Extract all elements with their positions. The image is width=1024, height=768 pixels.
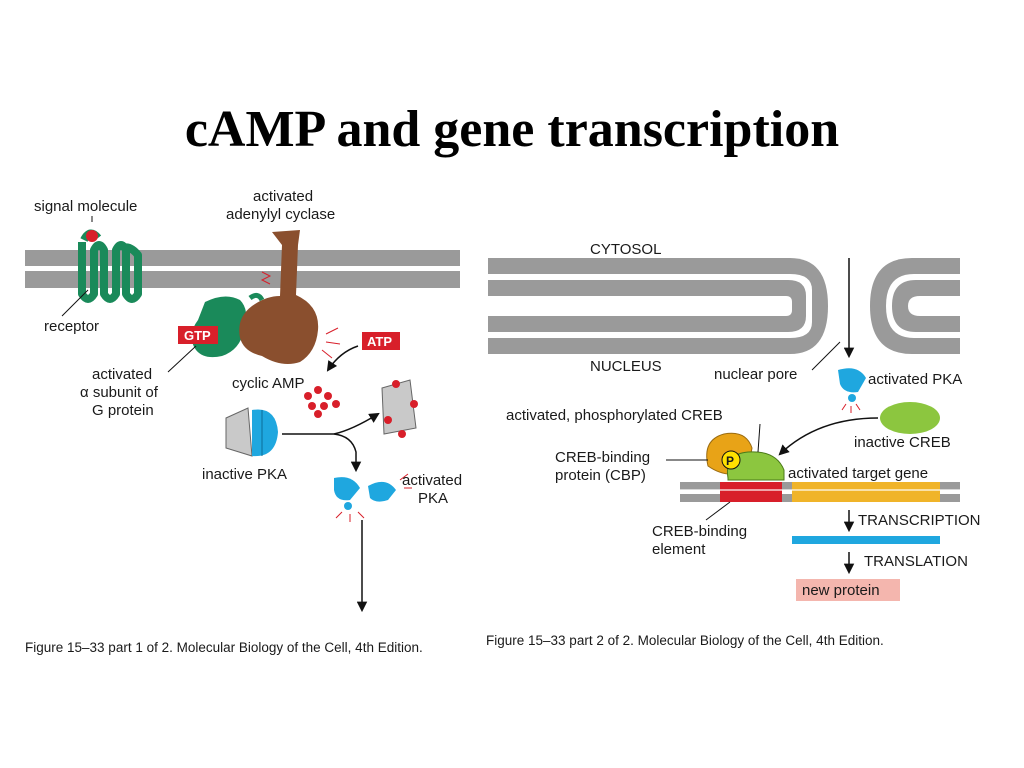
adenylyl-cyclase-icon <box>239 230 319 364</box>
transcription-label: TRANSCRIPTION <box>858 512 981 529</box>
cytosol-label: CYTOSOL <box>590 241 661 258</box>
nucleus-label: NUCLEUS <box>590 358 662 375</box>
creb-binding-element-label-line1: CREB-binding <box>652 523 747 540</box>
inactive-pka-icon <box>225 407 278 457</box>
atp-label: ATP <box>367 334 392 349</box>
mrna-bar <box>792 536 940 544</box>
new-protein-label: new protein <box>802 582 880 599</box>
alpha-subunit-label-line1: activated <box>92 366 152 383</box>
phosphorylated-creb-label: activated, phosphorylated CREB <box>506 407 723 424</box>
nuclear-pore-label: nuclear pore <box>714 366 797 383</box>
gtp-label: GTP <box>184 328 211 343</box>
adenylyl-cyclase-label-line1: activated <box>253 188 313 205</box>
new-protein-box <box>796 579 900 601</box>
translation-label: TRANSLATION <box>864 553 968 570</box>
inactive-creb-label: inactive CREB <box>854 434 951 451</box>
receptor-label: receptor <box>44 318 99 335</box>
signal-molecule-icon <box>86 230 98 242</box>
phosphate-icon <box>721 450 741 470</box>
alpha-subunit-label-line3: G protein <box>92 402 154 419</box>
creb-binding-element-label-line2: element <box>652 541 706 558</box>
cbp-label-line1: CREB-binding <box>555 449 650 466</box>
cyclic-amp-label: cyclic AMP <box>232 375 305 392</box>
regulatory-subunit-icon <box>381 379 418 438</box>
slide-title: cAMP and gene transcription <box>184 101 840 158</box>
target-gene-block <box>792 482 940 502</box>
nuclear-envelope <box>488 258 960 354</box>
activated-pka-nucleus-icon <box>838 368 866 393</box>
activated-pka-label-line2: PKA <box>418 490 448 507</box>
camp-dots <box>304 386 340 418</box>
signal-molecule-label: signal molecule <box>34 198 137 215</box>
atp-badge <box>362 332 400 350</box>
target-gene-label: activated target gene <box>788 465 928 482</box>
inactive-pka-label: inactive PKA <box>202 466 287 483</box>
left-figure-caption: Figure 15–33 part 1 of 2. Molecular Biol… <box>25 640 423 655</box>
phosphate-label: P <box>726 454 734 468</box>
creb-binding-element-block <box>720 482 782 502</box>
gtp-badge <box>178 326 218 344</box>
receptor-icon <box>78 229 142 303</box>
cbp-label-line2: protein (CBP) <box>555 467 646 484</box>
activated-pka-icon <box>334 473 412 522</box>
alpha-subunit-label-line2: α subunit of <box>80 384 159 401</box>
right-figure-caption: Figure 15–33 part 2 of 2. Molecular Biol… <box>486 633 884 648</box>
dna-strand <box>680 482 960 502</box>
inactive-creb-icon <box>880 402 940 434</box>
activated-pka-nucleus-label: activated PKA <box>868 371 962 388</box>
activated-pka-label-line1: activated <box>402 472 462 489</box>
adenylyl-cyclase-label-line2: adenylyl cyclase <box>226 206 335 223</box>
